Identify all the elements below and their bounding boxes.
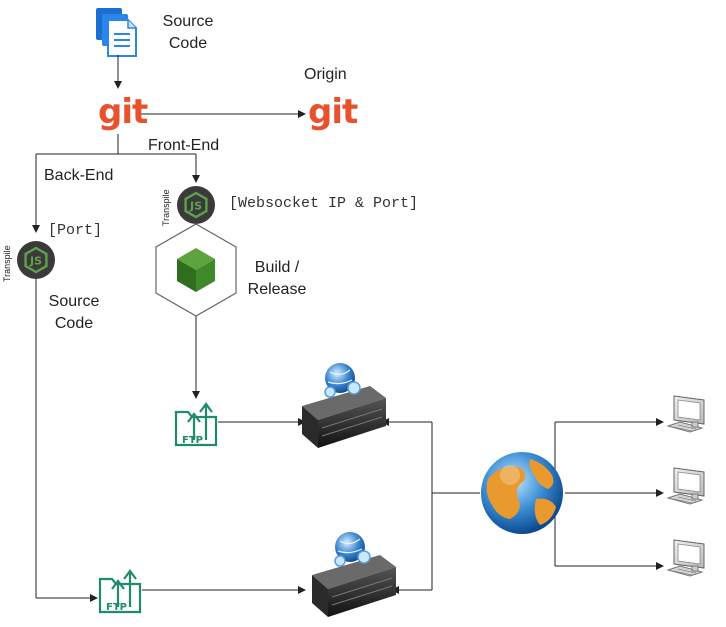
backend-source-code-line-2: Code [54,315,94,332]
desktop-computer-icon [667,395,705,433]
transpile-label-frontend: Transpile [161,189,171,226]
backend-source-code-line-1: Source [48,293,100,310]
document-stack-icon [96,8,137,57]
front-end-label: Front-End [148,137,220,154]
port-param-label: [Port] [48,222,103,239]
backend-source-code-label: Source Code [36,291,112,335]
build-release-line-2: Release [247,281,307,298]
build-release-label: Build / Release [240,257,314,301]
desktop-computer-icon [667,467,705,505]
source-code-line-1: Source [162,13,214,30]
build-release-line-1: Build / [254,259,300,276]
ftp-upload-icon [98,569,142,615]
nodejs-icon [175,184,217,226]
websocket-param-label: [Websocket IP & Port] [229,195,419,212]
git-logo-icon: git [98,92,148,132]
git-origin-logo-icon: git [308,92,358,132]
desktop-computer-icon [667,539,705,577]
web-server-icon [311,531,397,618]
source-code-label: Source Code [150,11,226,55]
build-cube-icon [155,223,237,317]
nodejs-icon [15,239,57,281]
back-end-label: Back-End [44,167,114,184]
source-code-line-2: Code [168,35,208,52]
origin-label: Origin [304,66,347,83]
connector-lines [32,55,664,602]
web-server-icon [301,362,387,449]
globe-icon [481,452,563,534]
ftp-upload-icon [174,402,218,448]
transpile-label-backend: Transpile [2,245,12,282]
